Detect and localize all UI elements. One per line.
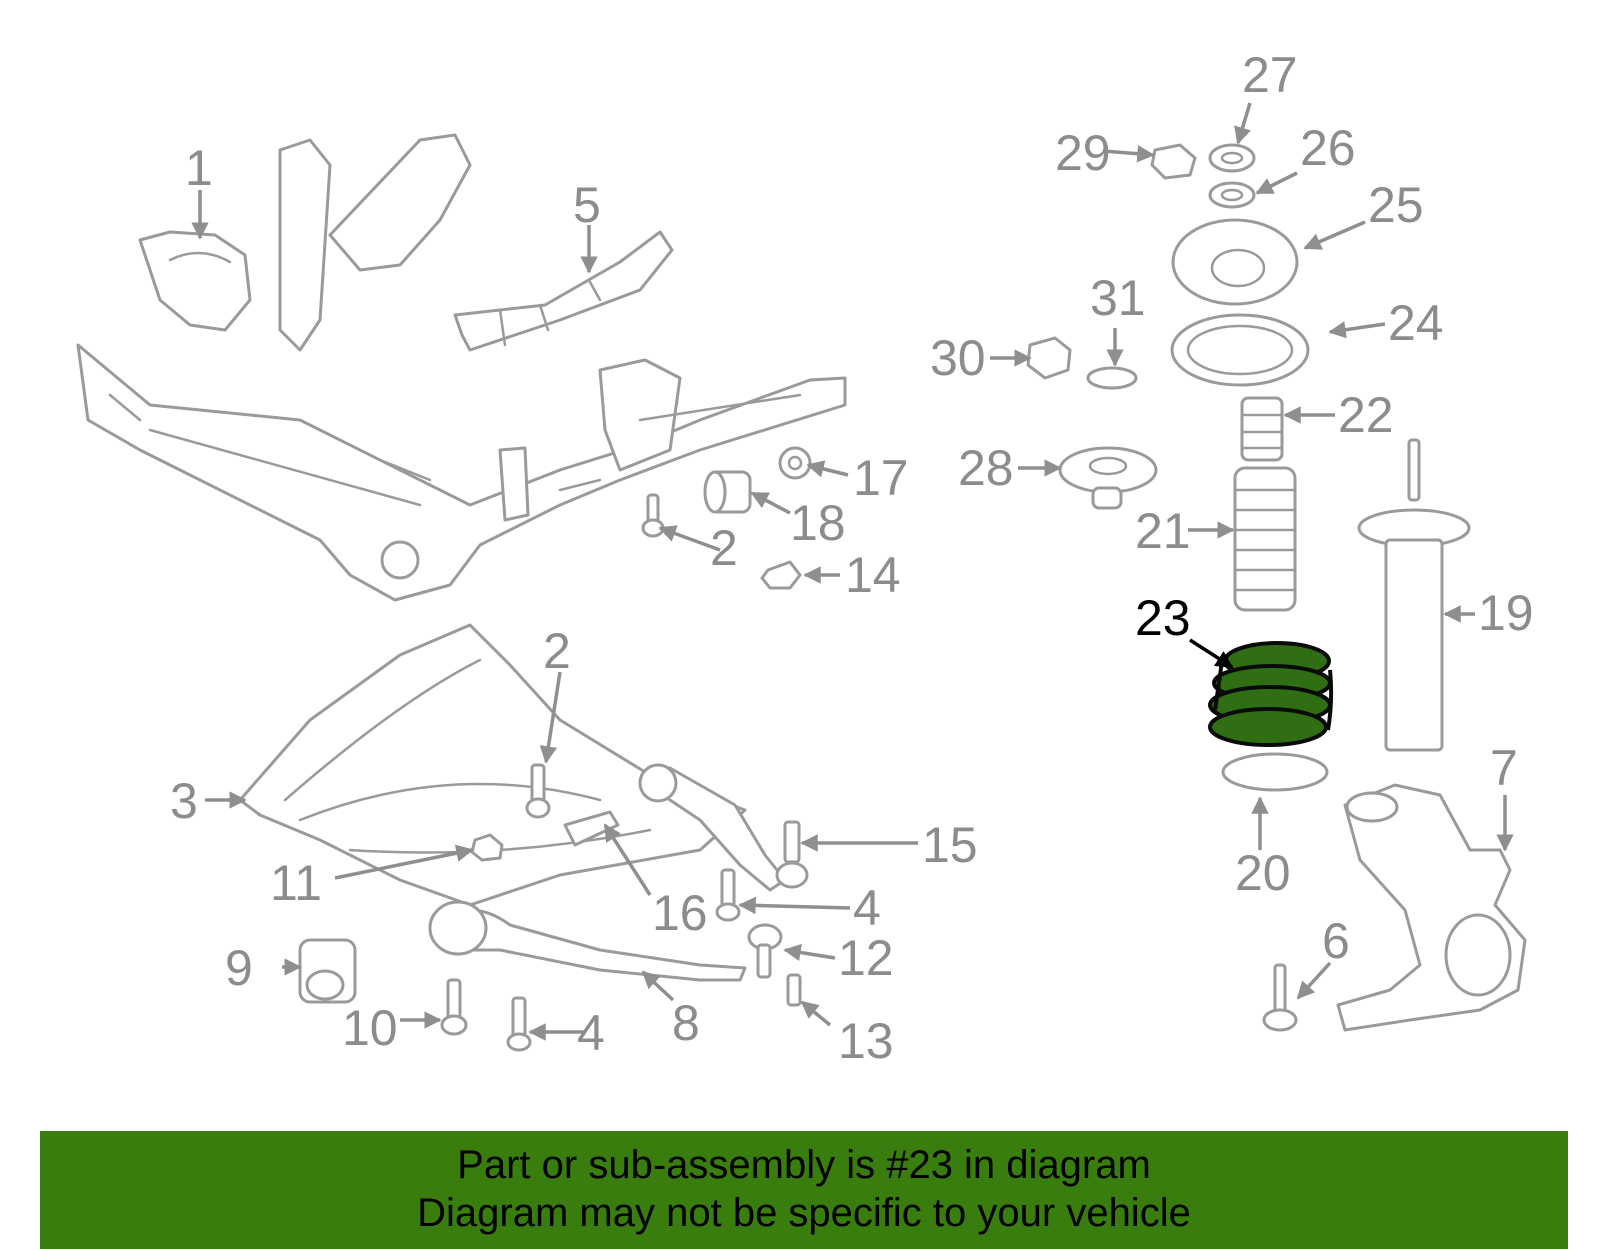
callout-30[interactable]: 30 [930, 330, 986, 386]
banner-line-1: Part or sub-assembly is #23 in diagram [457, 1143, 1151, 1187]
bolt-part-13 [786, 973, 802, 1007]
nut-part-30 [1026, 336, 1072, 380]
bushing-part-18 [703, 470, 752, 514]
spring-pad-part-24 [1170, 313, 1310, 387]
nut-part-29 [1150, 143, 1197, 180]
callout-27[interactable]: 27 [1242, 47, 1298, 103]
callout-15[interactable]: 15 [922, 817, 978, 873]
ball-joint-part-15 [775, 820, 809, 889]
callout-3[interactable]: 3 [170, 773, 198, 829]
callout-5[interactable]: 5 [573, 177, 601, 233]
callout-23[interactable]: 23 [1135, 590, 1191, 646]
nut-part-14 [760, 560, 802, 590]
info-banner: Part or sub-assembly is #23 in diagram D… [40, 1131, 1568, 1249]
strut-mount-part-25 [1171, 218, 1299, 306]
callout-2a[interactable]: 2 [710, 520, 738, 576]
nut-part-17 [778, 446, 812, 480]
callout-20[interactable]: 20 [1235, 845, 1291, 901]
callout-28[interactable]: 28 [958, 440, 1014, 496]
spring-pad-part-20 [1221, 752, 1329, 792]
steering-knuckle-part-7 [1336, 783, 1527, 1032]
dust-boot-part-21 [1233, 466, 1297, 612]
callout-7[interactable]: 7 [1490, 740, 1518, 796]
callout-31[interactable]: 31 [1090, 270, 1146, 326]
callout-9[interactable]: 9 [225, 940, 253, 996]
callout-11[interactable]: 11 [270, 855, 322, 911]
bolt-part-6 [1262, 963, 1298, 1032]
bushing-part-9 [298, 938, 357, 1004]
bolt-part-2b [525, 763, 551, 819]
stud-part-4b [715, 868, 741, 922]
callout-13[interactable]: 13 [838, 1013, 894, 1069]
callout-10[interactable]: 10 [342, 1000, 398, 1056]
strut-part-19 [1357, 438, 1471, 752]
callout-25[interactable]: 25 [1368, 177, 1424, 233]
banner-line-2: Diagram may not be specific to your vehi… [417, 1191, 1191, 1235]
tension-strut-part-8 [428, 900, 747, 982]
cap-part-31 [1086, 366, 1138, 390]
ball-joint-part-12 [747, 923, 783, 979]
callout-17[interactable]: 17 [853, 450, 909, 506]
callout-18[interactable]: 18 [790, 495, 846, 551]
callout-24[interactable]: 24 [1388, 295, 1444, 351]
callout-21[interactable]: 21 [1135, 503, 1191, 559]
callout-1[interactable]: 1 [185, 140, 213, 196]
callout-6[interactable]: 6 [1322, 913, 1350, 969]
heat-shield-part-5 [453, 230, 674, 352]
callout-26[interactable]: 26 [1300, 120, 1356, 176]
subframe-part-1 [76, 133, 847, 602]
bolt-part-10 [440, 978, 468, 1036]
callout-2b[interactable]: 2 [543, 623, 571, 679]
callout-4a[interactable]: 4 [577, 1005, 605, 1061]
callout-16[interactable]: 16 [652, 885, 708, 941]
callout-22[interactable]: 22 [1338, 387, 1394, 443]
callout-19[interactable]: 19 [1478, 585, 1534, 641]
callout-8[interactable]: 8 [672, 995, 700, 1051]
callout-12[interactable]: 12 [838, 930, 894, 986]
washer-part-26 [1208, 181, 1256, 209]
callout-29[interactable]: 29 [1055, 125, 1111, 181]
callout-14[interactable]: 14 [845, 547, 901, 603]
bump-stop-part-22 [1240, 396, 1284, 462]
strut-mount-part-28 [1058, 446, 1158, 510]
spring-part-23 [1208, 641, 1334, 747]
washer-part-27 [1208, 143, 1256, 173]
stud-part-4a [506, 996, 532, 1052]
callout-4b[interactable]: 4 [853, 880, 881, 936]
